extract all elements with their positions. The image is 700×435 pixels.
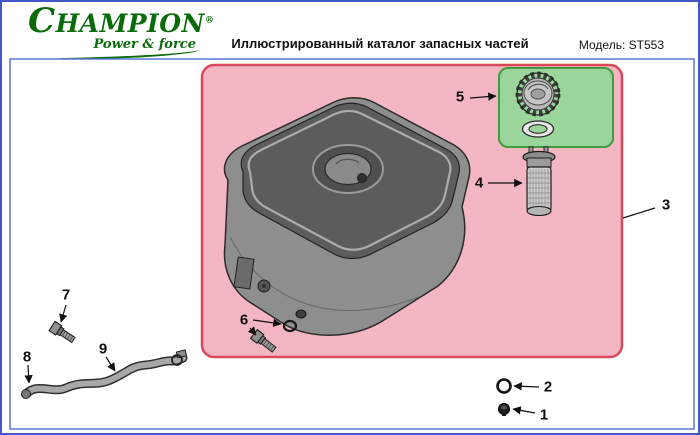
logo-tagline: Power & force	[93, 36, 197, 52]
callout-line-1	[512, 406, 536, 415]
callout-9: 9	[99, 341, 107, 358]
callout-5: 5	[456, 89, 464, 106]
fuel-hose	[21, 349, 188, 399]
callout-7: 7	[62, 287, 70, 304]
page-title: Иллюстрированный каталог запасных частей	[231, 36, 529, 51]
callout-6: 6	[240, 312, 248, 329]
callout-line-9	[105, 356, 116, 372]
cap-subregion	[498, 67, 614, 148]
callout-line-2	[513, 382, 540, 391]
logo-wordmark: CHAMPION®	[28, 4, 214, 40]
callout-line-7	[59, 304, 68, 323]
callout-8: 8	[23, 349, 31, 366]
callout-line-3	[622, 207, 656, 219]
callout-line-8	[24, 364, 33, 384]
callout-2: 2	[544, 379, 552, 396]
hose-clamp	[171, 349, 188, 366]
petcock-boss	[233, 256, 271, 293]
callout-line-5	[469, 92, 497, 101]
fuel-cap	[515, 71, 561, 117]
champion-logo: CHAMPION® Power & force	[28, 4, 214, 61]
callout-line-6a	[252, 318, 282, 328]
registered-mark: ®	[204, 15, 215, 26]
model-label: Модель: ST553	[578, 38, 664, 52]
drain-hole	[295, 309, 307, 319]
cap-gasket	[521, 120, 555, 138]
fuel-filter	[522, 146, 556, 217]
grommet-part-1	[498, 403, 510, 416]
bolt-part-7	[48, 320, 77, 346]
callout-3: 3	[662, 197, 670, 214]
sealing-ring-part-2	[496, 378, 512, 394]
washer-part-6	[282, 319, 298, 333]
callout-line-6b	[247, 326, 257, 336]
drawing-area-frame	[9, 58, 695, 430]
callout-4: 4	[475, 175, 484, 192]
filler-neck	[312, 144, 384, 194]
callout-1: 1	[540, 407, 548, 424]
fuel-tank-illustration	[223, 97, 471, 336]
